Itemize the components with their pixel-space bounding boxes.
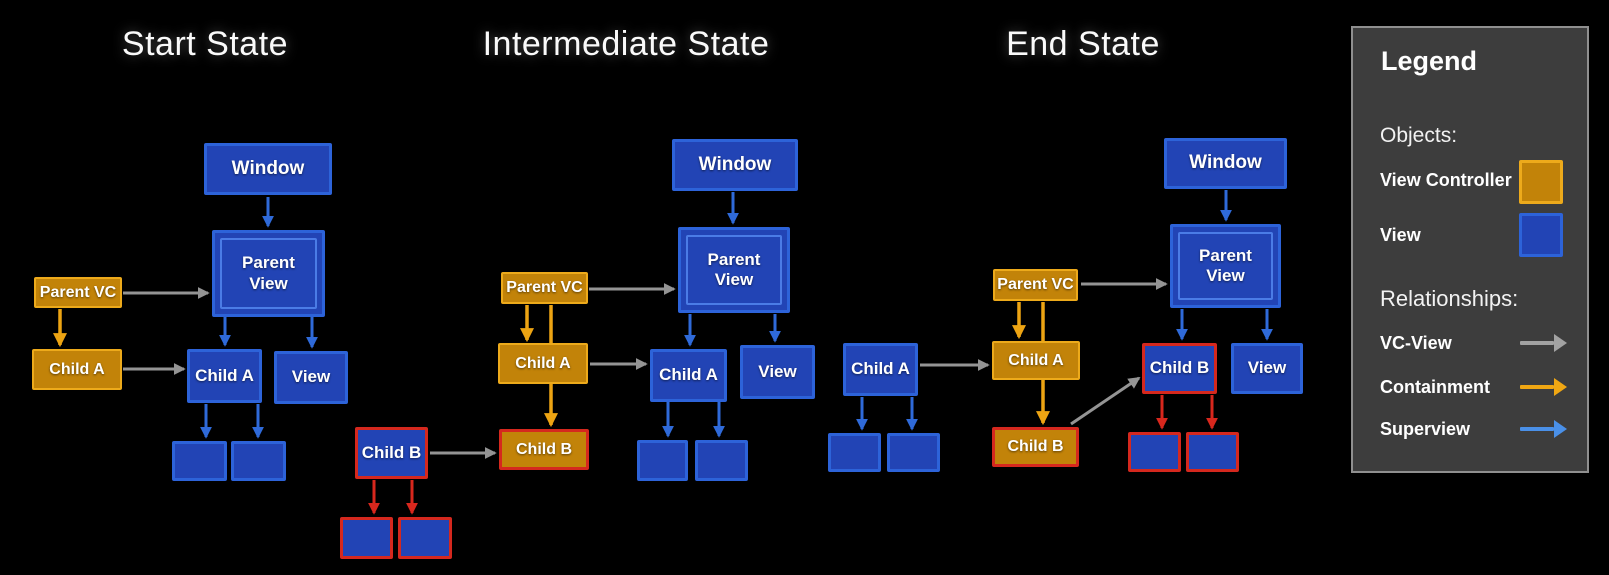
view-controller-swatch bbox=[1519, 160, 1563, 204]
end-view-box: View bbox=[1231, 343, 1303, 394]
legend-relationships-heading: Relationships: bbox=[1380, 286, 1519, 311]
mid-child-b-subview-2-box bbox=[398, 517, 452, 559]
legend-view-label: View bbox=[1380, 225, 1421, 245]
arrow-head bbox=[1554, 378, 1567, 396]
start-view-box: View bbox=[274, 351, 348, 404]
end-parent-vc-box: Parent VC bbox=[993, 269, 1078, 301]
start-subview-1-box bbox=[172, 441, 227, 481]
end-child-a-vc-box: Child A bbox=[992, 341, 1080, 380]
containment-arrow-icon bbox=[1520, 378, 1567, 396]
mid-subview-2-box bbox=[695, 440, 748, 481]
mid-child-b-subview-1-box bbox=[340, 517, 393, 559]
arrow-head bbox=[1554, 334, 1567, 352]
arrow-head bbox=[1554, 420, 1567, 438]
end-parent-view-box: Parent View bbox=[1170, 224, 1281, 308]
mid-child-b-vc-box: Child B bbox=[499, 429, 589, 470]
arrow-shaft bbox=[1520, 385, 1554, 389]
legend-view-controller-label: View Controller bbox=[1380, 170, 1512, 190]
end-state-title: End State bbox=[1006, 25, 1160, 63]
start-window-box: Window bbox=[204, 143, 332, 195]
mid-view-box: View bbox=[740, 345, 815, 399]
arrow-shaft bbox=[1520, 341, 1554, 345]
legend-objects-heading: Objects: bbox=[1380, 124, 1458, 147]
end-child-b-subview-1-box bbox=[1128, 432, 1181, 472]
start-state-title: Start State bbox=[121, 25, 289, 63]
start-parent-view-box: Parent View bbox=[212, 230, 325, 317]
end-vcview-childb-vc-view bbox=[1070, 376, 1141, 426]
end-child-b-vc-box: Child B bbox=[992, 427, 1079, 467]
legend-title: Legend bbox=[1381, 46, 1478, 76]
view-swatch bbox=[1519, 213, 1563, 257]
legend-panel: Legend Objects: View Controller View Rel… bbox=[1351, 26, 1589, 473]
end-child-b-subview-2-box bbox=[1186, 432, 1239, 472]
mid-child-b-view-box: Child B bbox=[355, 427, 428, 479]
end-child-a-view-box: Child A bbox=[843, 343, 918, 396]
start-subview-2-box bbox=[231, 441, 286, 481]
mid-subview-1-box bbox=[637, 440, 688, 481]
end-subview-2-box bbox=[887, 433, 940, 472]
mid-child-a-view-box: Child A bbox=[650, 349, 727, 402]
mid-parent-vc-box: Parent VC bbox=[501, 272, 588, 304]
start-child-a-vc-box: Child A bbox=[32, 349, 122, 390]
legend-containment-label: Containment bbox=[1380, 377, 1490, 397]
legend-vc-view-label: VC-View bbox=[1380, 333, 1452, 353]
end-window-box: Window bbox=[1164, 138, 1287, 189]
superview-arrow-icon bbox=[1520, 420, 1567, 438]
mid-parent-view-box: Parent View bbox=[678, 227, 790, 313]
start-parent-vc-box: Parent VC bbox=[34, 277, 122, 308]
mid-child-a-vc-box: Child A bbox=[498, 343, 588, 384]
arrow-shaft bbox=[1520, 427, 1554, 431]
vc-view-arrow-icon bbox=[1520, 334, 1567, 352]
end-subview-1-box bbox=[828, 433, 881, 472]
mid-window-box: Window bbox=[672, 139, 798, 191]
start-child-a-view-box: Child A bbox=[187, 349, 262, 403]
end-child-b-view-box: Child B bbox=[1142, 343, 1217, 394]
intermediate-state-title: Intermediate State bbox=[482, 25, 770, 63]
legend-superview-label: Superview bbox=[1380, 419, 1471, 439]
